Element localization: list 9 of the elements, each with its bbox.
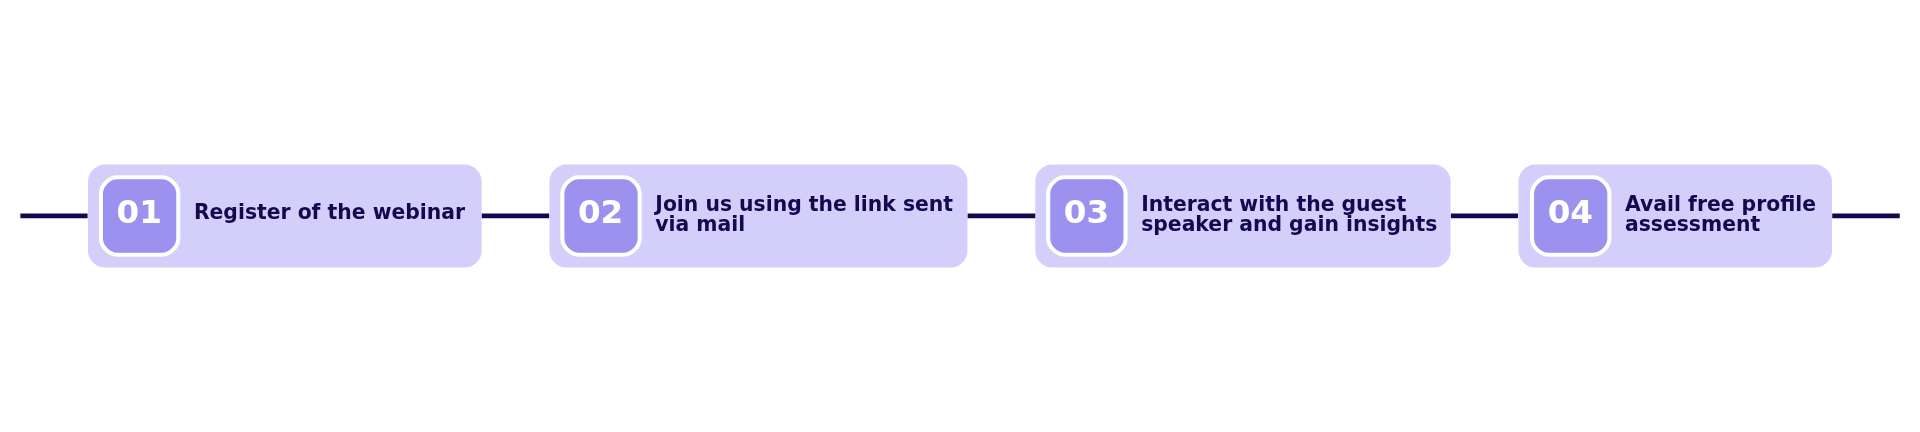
node-box: 03 Interact with the guest speaker and gain insights [1035,164,1451,268]
node-box: 04 Avail free profile assessment [1518,164,1832,268]
connector [481,213,550,219]
node-box: 01 Register of the webinar [88,164,482,268]
connector [20,213,88,219]
connector [967,213,1036,219]
node-box: 02 Join us using the link sent via mail [549,164,968,268]
connector [1832,213,1900,219]
connector [1450,213,1518,219]
